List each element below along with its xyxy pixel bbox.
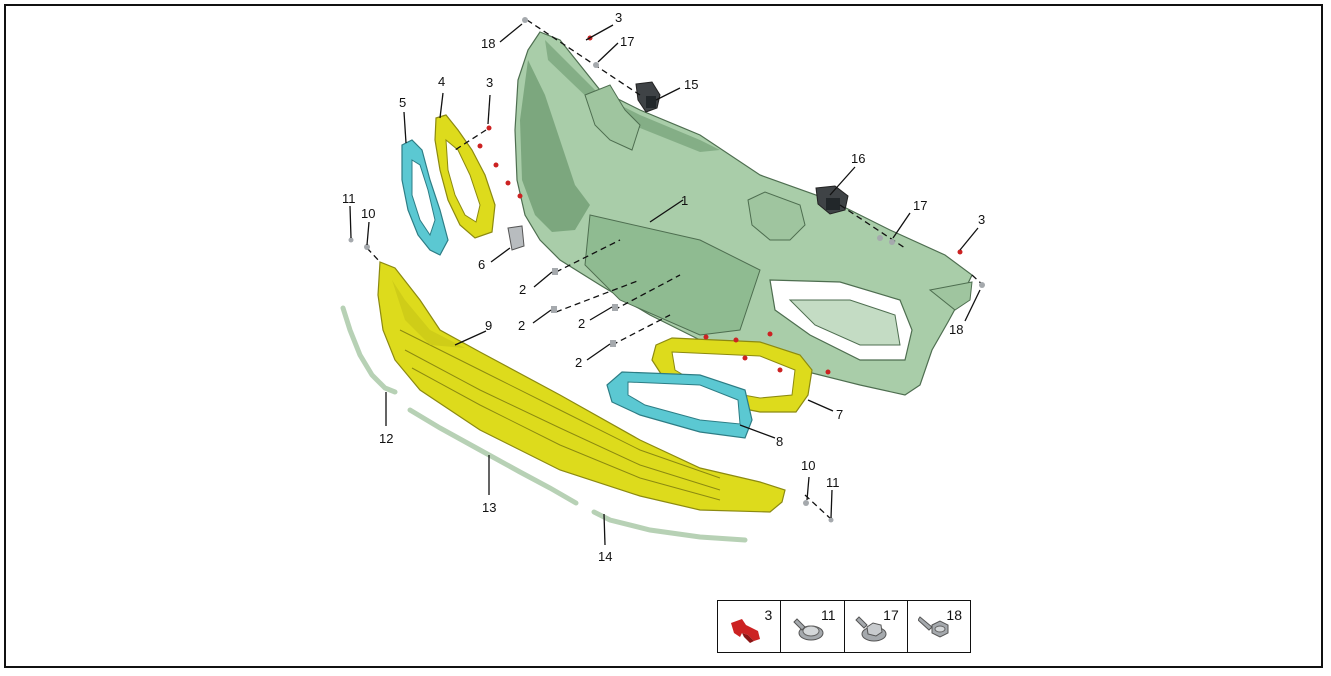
left-fog-bezel-5 xyxy=(401,139,449,256)
callout-5: 5 xyxy=(399,95,406,110)
left-fog-frame-4 xyxy=(434,114,496,239)
callout-2: 2 xyxy=(519,282,526,297)
bolt-icon xyxy=(917,616,949,638)
legend-cell-11: 11 xyxy=(781,601,845,652)
bumper-grille-recess xyxy=(584,214,761,336)
bumper-bracket-right xyxy=(747,191,806,241)
bumper-side-tab xyxy=(928,281,973,311)
fastener-legend: 3 11 17 18 xyxy=(717,600,971,653)
sensor-15 xyxy=(635,81,661,113)
molding-14 xyxy=(591,509,748,543)
legend-cell-17: 17 xyxy=(845,601,908,652)
callout-18: 18 xyxy=(481,36,495,51)
callout-2: 2 xyxy=(518,318,525,333)
callout-10: 10 xyxy=(361,206,375,221)
leader-lines xyxy=(349,23,981,546)
callout-16: 16 xyxy=(851,151,865,166)
red-push-clip-icon xyxy=(731,619,760,643)
callout-10: 10 xyxy=(801,458,815,473)
callout-9: 9 xyxy=(485,318,492,333)
callout-1: 1 xyxy=(681,193,688,208)
right-fog-bezel-8 xyxy=(606,371,753,439)
legend-cell-3: 3 xyxy=(718,601,782,652)
sensor-16 xyxy=(815,185,849,215)
bumper-cover-inner-shadow xyxy=(520,60,590,232)
callout-6: 6 xyxy=(478,257,485,272)
callout-2: 2 xyxy=(578,316,585,331)
diagram-frame xyxy=(4,4,1323,668)
callout-11: 11 xyxy=(826,475,840,490)
callout-15: 15 xyxy=(684,77,698,92)
callout-3: 3 xyxy=(978,212,985,227)
callout-7: 7 xyxy=(836,407,843,422)
callout-labels: 1 2 2 2 2 3 3 3 4 5 6 7 8 9 10 10 11 11 … xyxy=(342,10,985,564)
legend-cell-18: 18 xyxy=(908,601,970,652)
callout-17: 17 xyxy=(913,198,927,213)
callout-14: 14 xyxy=(598,549,612,564)
lower-grille-9 xyxy=(377,261,786,513)
grey-fasteners xyxy=(348,17,985,523)
red-clips xyxy=(477,35,963,375)
legend-label-17: 17 xyxy=(883,607,899,623)
molding-12 xyxy=(340,305,398,395)
callout-12: 12 xyxy=(379,431,393,446)
callout-13: 13 xyxy=(482,500,496,515)
bumper-bracket-left xyxy=(584,84,641,151)
callout-17: 17 xyxy=(620,34,634,49)
bracket-6 xyxy=(507,225,525,251)
bumper-fog-opening-ledge xyxy=(788,299,901,346)
callout-2: 2 xyxy=(575,355,582,370)
callout-8: 8 xyxy=(776,434,783,449)
molding-13 xyxy=(407,407,579,506)
legend-label-18: 18 xyxy=(946,607,962,623)
bumper-cover xyxy=(514,31,973,396)
legend-label-11: 11 xyxy=(820,607,836,623)
callout-11: 11 xyxy=(342,191,356,206)
callout-18: 18 xyxy=(949,322,963,337)
callout-3: 3 xyxy=(486,75,493,90)
callout-3: 3 xyxy=(615,10,622,25)
screw-icon xyxy=(793,618,824,641)
legend-label-3: 3 xyxy=(764,607,773,623)
flange-bolt-icon xyxy=(854,616,886,642)
assembly-lines xyxy=(366,19,986,521)
callout-4: 4 xyxy=(438,74,445,89)
